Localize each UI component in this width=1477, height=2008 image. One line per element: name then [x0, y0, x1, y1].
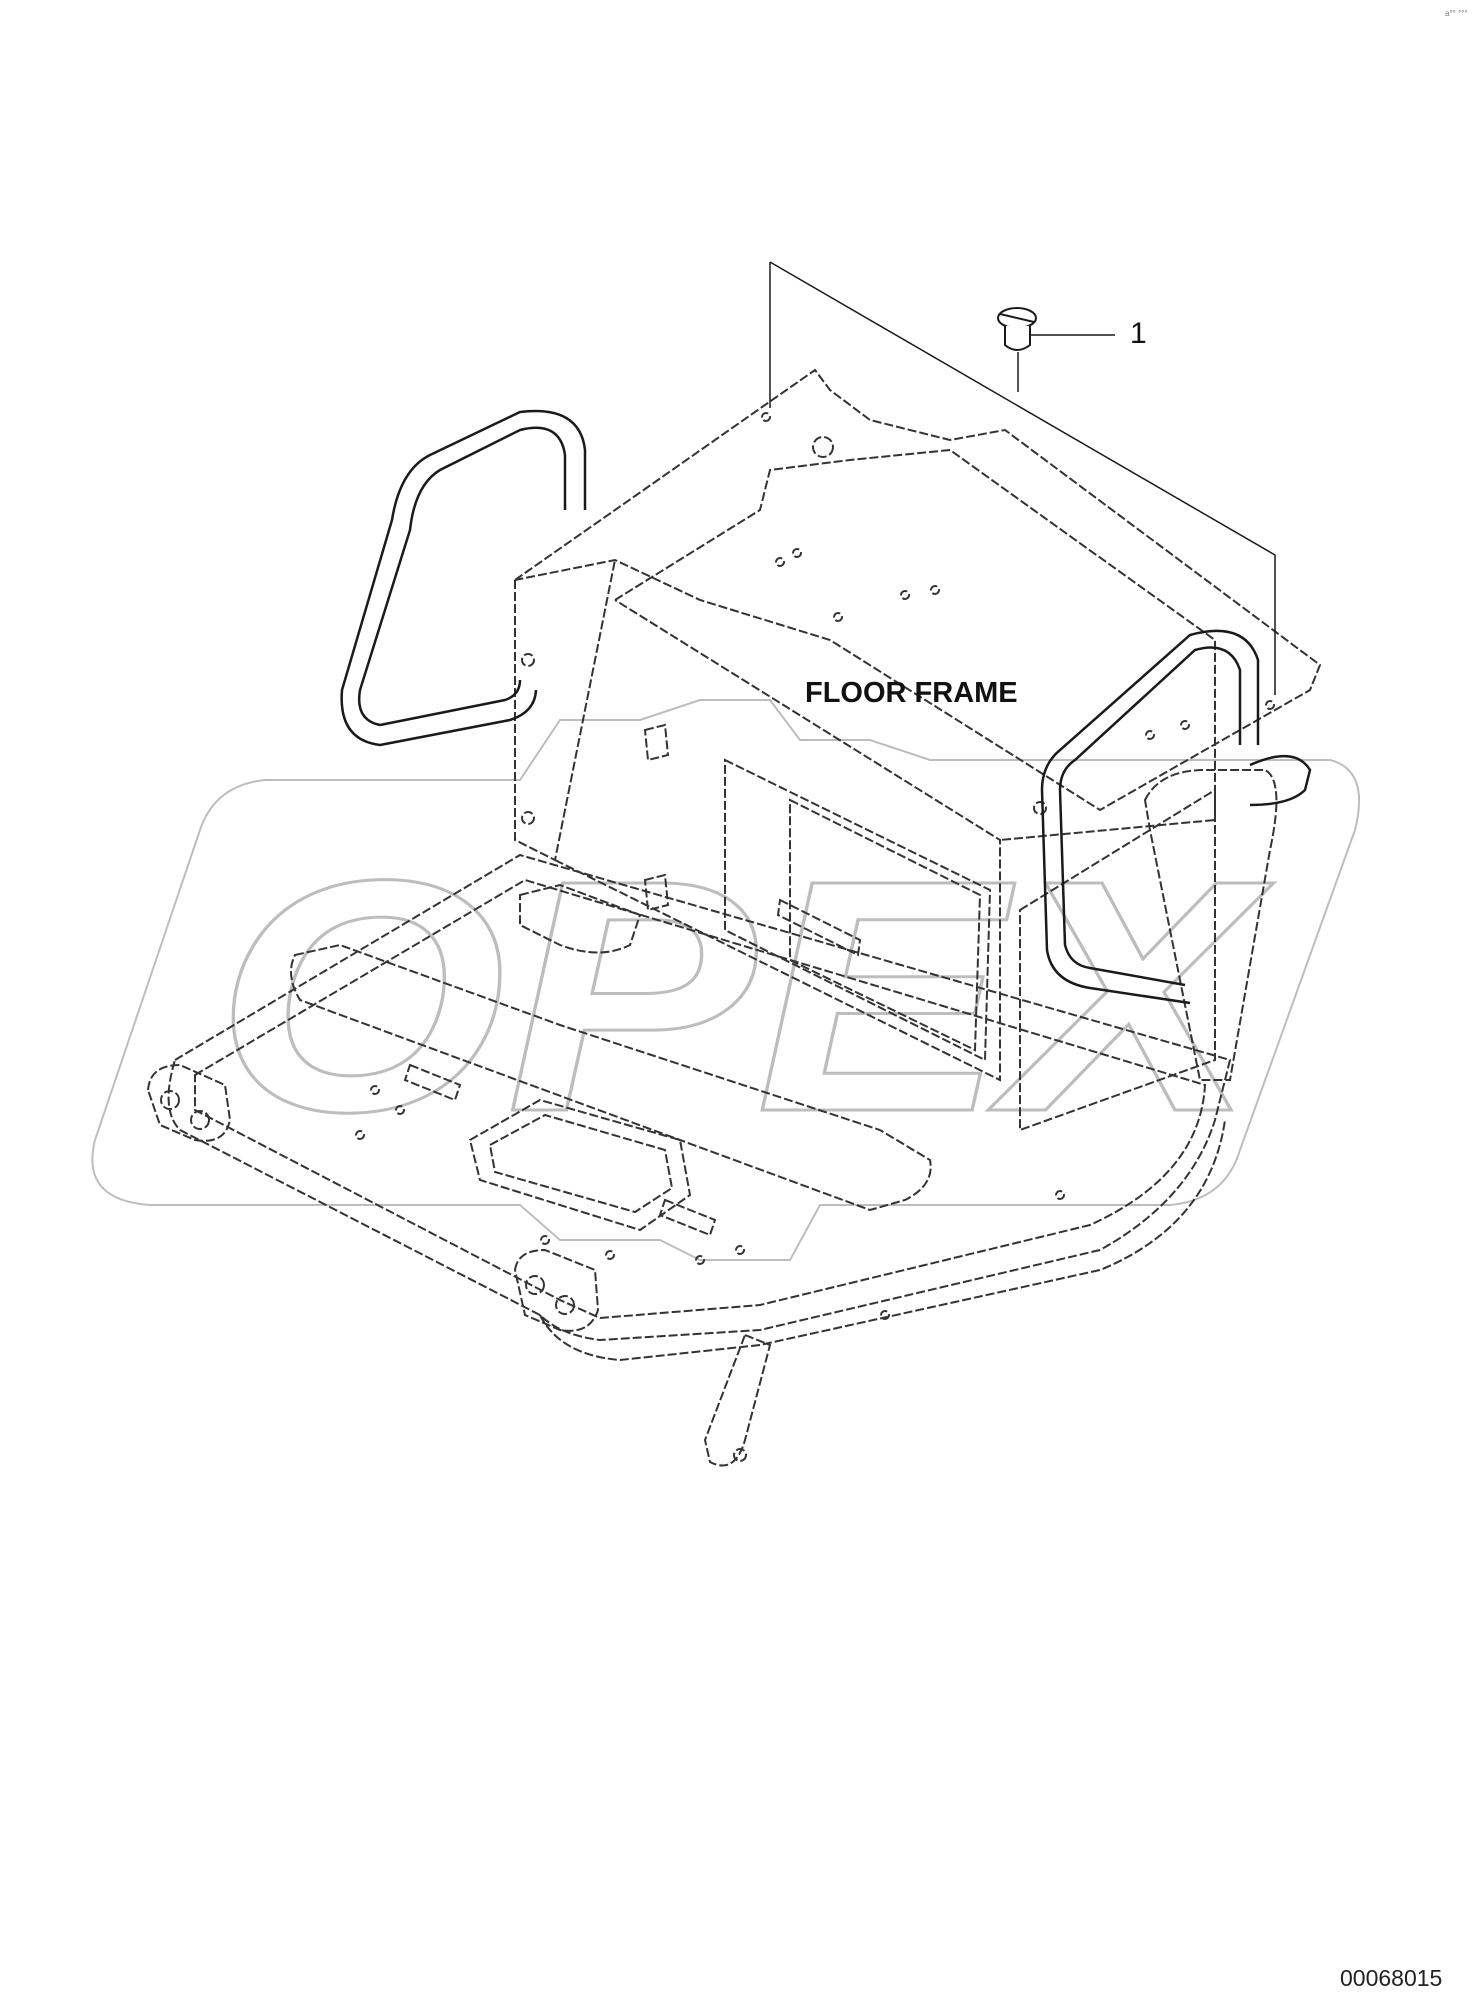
bracket-hole-2 [190, 1110, 210, 1130]
top-hole [1265, 700, 1275, 710]
seat-box-front-wall [554, 599, 1001, 1082]
top-hole [812, 436, 834, 458]
top-hole [792, 548, 802, 558]
callout-leaders [769, 261, 1276, 695]
floor-frame-base [146, 853, 1232, 1467]
slot-1 [403, 1063, 462, 1102]
side-bolt [521, 811, 535, 825]
hanging-arm [703, 1333, 772, 1467]
part-1-screw-icon [997, 307, 1037, 351]
right-side-tank [1143, 769, 1278, 1081]
pedal-slot [519, 883, 642, 954]
top-hole [1145, 730, 1155, 740]
right-handrail-clamp [1249, 754, 1312, 807]
corner-mark: a°° °°° [1445, 9, 1468, 18]
top-hole [930, 585, 940, 595]
floor-hole [1055, 1190, 1065, 1200]
right-handrail-icon [1058, 646, 1242, 987]
floor-hole [735, 1245, 745, 1255]
bracket-hole-4 [555, 1295, 575, 1315]
seat-box-left-wall [514, 559, 616, 862]
inspection-hatch-inner [488, 1113, 674, 1214]
small-bracket [643, 873, 670, 912]
screw-slot [999, 313, 1035, 323]
watermark-brand-text: OPEX [215, 811, 1274, 1180]
floor-hole [695, 1255, 705, 1265]
top-hole [900, 590, 910, 600]
inspection-hatch [468, 1098, 692, 1232]
floor-hole [540, 1235, 550, 1245]
floor-hole [355, 1130, 365, 1140]
small-bracket [776, 898, 862, 957]
inner-panel-frame [789, 798, 982, 1052]
left-handrail-inner [340, 409, 587, 747]
bracket-hole-1 [160, 1090, 180, 1110]
side-bolt [1033, 801, 1047, 815]
drawing-number: 00068015 [1340, 1965, 1442, 1991]
platform-outline [167, 853, 1232, 1342]
callout-number-1: 1 [1130, 317, 1147, 350]
top-hole [761, 412, 771, 422]
seat-box-top [514, 368, 1322, 812]
floor-hole [605, 1250, 615, 1260]
screw-body [1004, 326, 1031, 351]
left-bracket-2 [513, 1248, 600, 1332]
top-hole [1180, 720, 1190, 730]
watermark: OPEX [91, 699, 1361, 1261]
side-bolt [521, 653, 535, 667]
small-bracket [643, 723, 670, 762]
inner-panel [724, 758, 992, 1062]
leader-line-frame [769, 261, 1276, 695]
floor-hole [370, 1085, 380, 1095]
handrails [340, 409, 1312, 1005]
front-rail [539, 1119, 1226, 1362]
floor-hole [880, 1310, 890, 1320]
seat-box-recess [614, 448, 1216, 841]
left-bracket-1 [146, 1063, 232, 1142]
part-label-floor-frame: FLOOR FRAME [805, 677, 1018, 709]
watermark-badge-outline [91, 699, 1361, 1261]
seat-box [514, 368, 1322, 1132]
platform-inner-edge [194, 878, 1207, 1320]
top-hole [833, 612, 843, 622]
left-handrail-icon [357, 426, 567, 727]
arm-hole [733, 1448, 747, 1462]
floor-cutout-left [290, 943, 932, 1212]
slot-2 [658, 1198, 717, 1237]
floor-hole [395, 1105, 405, 1115]
bracket-hole-3 [525, 1275, 545, 1295]
right-handrail-inner [1040, 629, 1260, 1005]
top-hole [775, 557, 785, 567]
